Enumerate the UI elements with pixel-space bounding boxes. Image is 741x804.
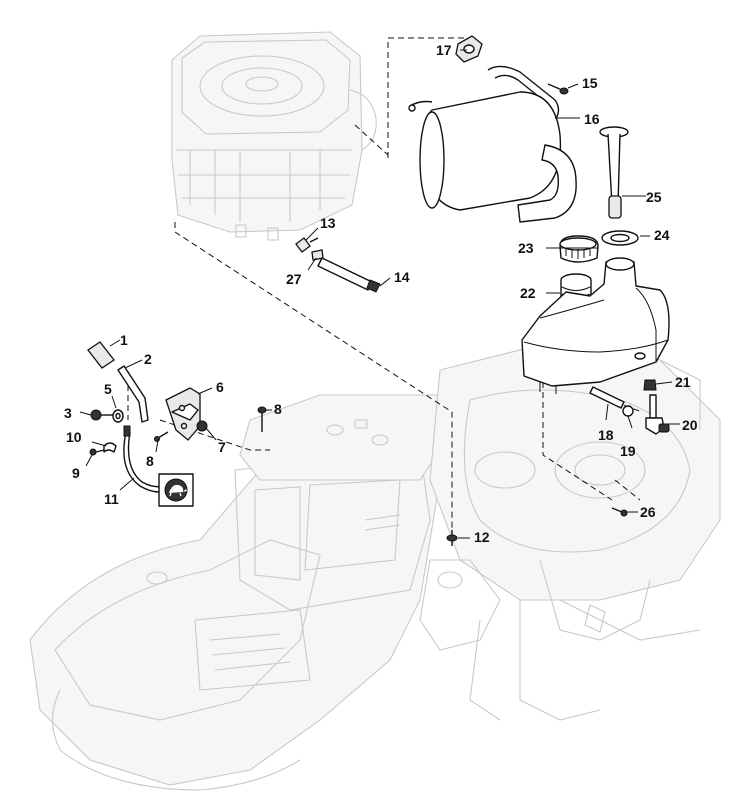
callout-8-panel: 8	[274, 401, 282, 417]
engine-ghost	[171, 31, 377, 241]
callout-3: 3	[64, 405, 72, 421]
muffler	[408, 65, 577, 223]
callout-13: 13	[320, 215, 336, 231]
callout-20: 20	[682, 417, 698, 433]
lever-bolt	[90, 409, 114, 421]
fuel-cap	[559, 235, 599, 263]
callout-15: 15	[582, 75, 598, 91]
callout-11: 11	[104, 491, 119, 507]
bracket-screw	[154, 431, 169, 442]
assembly-lines	[127, 37, 643, 530]
callout-19: 19	[620, 443, 636, 459]
callout-17: 17	[436, 42, 452, 58]
fuel-gauge	[599, 126, 629, 219]
callout-9: 9	[72, 465, 80, 481]
callout-22: 22	[520, 285, 536, 301]
callout-23: 23	[518, 240, 534, 256]
grommet	[643, 379, 657, 391]
callout-21: 21	[675, 374, 691, 390]
hose-clamp	[622, 405, 634, 417]
leader-lines	[79, 49, 680, 539]
callout-2: 2	[144, 351, 152, 367]
frame-screw	[446, 530, 458, 546]
bracket-nut	[196, 420, 208, 432]
fuel-tank	[521, 257, 670, 394]
panel-screw	[257, 406, 267, 432]
callout-26: 26	[640, 504, 656, 520]
cable-clip	[103, 442, 117, 453]
callout-1: 1	[120, 332, 128, 348]
tortoise-icon	[169, 484, 187, 497]
callout-10: 10	[66, 429, 82, 445]
exhaust-bolt	[547, 83, 569, 95]
throttle-bracket	[165, 387, 201, 441]
fuel-line-assembly	[295, 237, 381, 293]
callout-27: 27	[286, 271, 302, 287]
throttle-knob	[87, 341, 115, 369]
callout-7: 7	[218, 439, 226, 455]
callout-8-bracket: 8	[146, 453, 154, 469]
fuel-hose	[589, 386, 625, 409]
callout-12: 12	[474, 529, 490, 545]
callout-24: 24	[654, 227, 670, 243]
callout-14: 14	[394, 269, 410, 285]
exhaust-gasket	[455, 35, 483, 63]
tank-seal	[601, 230, 639, 246]
tank-screw	[611, 507, 628, 517]
callout-5: 5	[104, 381, 112, 397]
clip-screw	[89, 448, 105, 456]
callout-6: 6	[216, 379, 224, 395]
fuel-valve	[645, 394, 670, 435]
callout-16: 16	[584, 111, 600, 127]
callout-18: 18	[598, 427, 614, 443]
throttle-symbol-box	[158, 473, 194, 507]
callout-labels: 17 15 16 25 24 23 22 21 20 19 18 26 13 2…	[64, 42, 698, 545]
washer	[112, 409, 124, 423]
throttle-lever	[117, 365, 149, 423]
tractor-body-ghost	[29, 319, 721, 791]
callout-25: 25	[646, 189, 662, 205]
